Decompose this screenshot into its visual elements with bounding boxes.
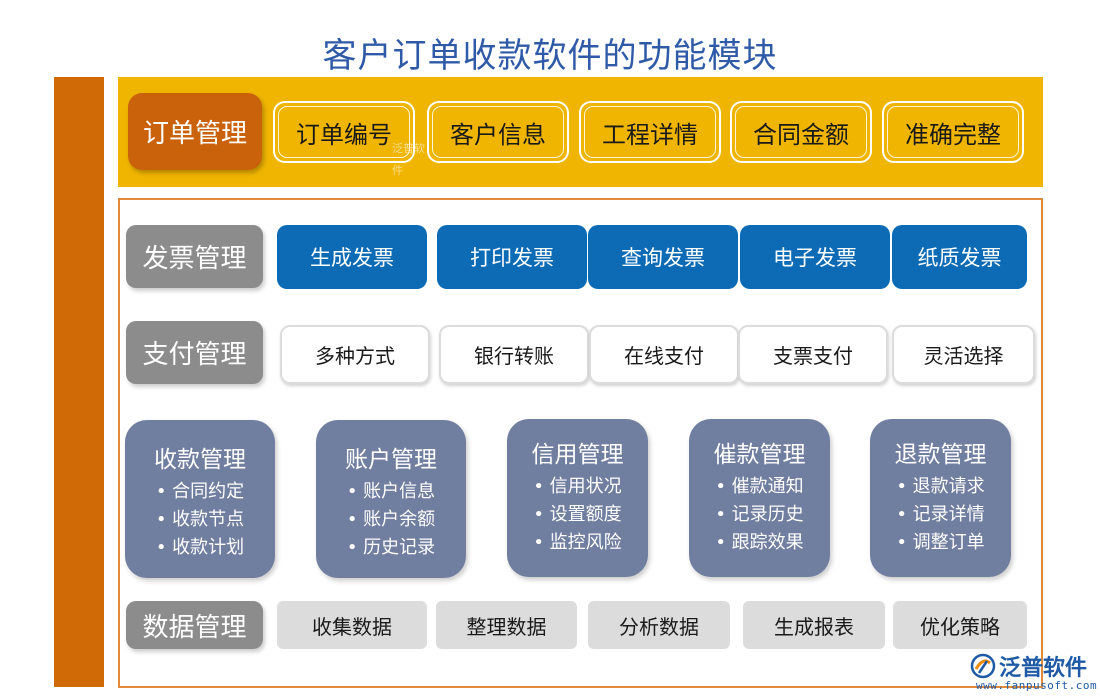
- module-card-item: 合同约定: [125, 478, 275, 506]
- data-item-analyze: 分析数据: [588, 601, 730, 649]
- module-card-item: 催款通知: [689, 473, 830, 501]
- module-card-item: 跟踪效果: [689, 529, 830, 557]
- data-item-collect: 收集数据: [277, 601, 427, 649]
- logo-text: 泛普软件: [999, 656, 1088, 681]
- module-card-item: 调整订单: [870, 529, 1011, 557]
- module-card-item: 账户余额: [316, 506, 466, 534]
- page-title: 客户订单收款软件的功能模块: [322, 36, 778, 76]
- payment-item-flexible: 灵活选择: [892, 325, 1035, 384]
- module-card-item: 信用状况: [507, 473, 648, 501]
- data-item-organize: 整理数据: [436, 601, 577, 649]
- module-card-item: 记录详情: [870, 501, 1011, 529]
- module-card-title: 信用管理: [531, 442, 624, 468]
- invoice-management-head: 发票管理: [126, 225, 263, 288]
- payment-management-head: 支付管理: [126, 321, 263, 384]
- module-card-list: 信用状况 设置额度 监控风险: [507, 473, 648, 557]
- module-card-item: 监控风险: [507, 529, 648, 557]
- module-card-item: 退款请求: [870, 473, 1011, 501]
- invoice-item-electronic: 电子发票: [740, 225, 890, 289]
- order-management-head: 订单管理: [128, 93, 262, 170]
- module-card-credit: 信用管理 信用状况 设置额度 监控风险: [507, 419, 648, 577]
- module-card-list: 催款通知 记录历史 跟踪效果: [689, 473, 830, 557]
- invoice-item-query: 查询发票: [588, 225, 738, 289]
- module-card-title: 账户管理: [345, 447, 437, 473]
- module-card-account: 账户管理 账户信息 账户余额 历史记录: [316, 420, 466, 578]
- payment-item-cheque: 支票支付: [738, 325, 888, 384]
- module-card-title: 收款管理: [154, 447, 246, 473]
- invoice-item-paper: 纸质发票: [892, 225, 1027, 289]
- module-card-item: 设置额度: [507, 501, 648, 529]
- payment-item-bank-transfer: 银行转账: [439, 325, 589, 384]
- main-section-frame: [118, 198, 1043, 688]
- module-card-refund: 退款管理 退款请求 记录详情 调整订单: [870, 419, 1011, 577]
- logo-url: www.fanpusoft.com: [976, 679, 1098, 692]
- data-item-optimize: 优化策略: [893, 601, 1027, 649]
- module-card-title: 催款管理: [713, 442, 806, 468]
- left-accent-bar: [54, 77, 104, 687]
- module-card-item: 收款计划: [125, 534, 275, 562]
- fanpu-logo-icon: [970, 653, 996, 679]
- order-item-project-details: 工程详情: [579, 101, 721, 163]
- module-card-title: 退款管理: [894, 442, 987, 468]
- order-item-contract-amount: 合同金额: [730, 101, 872, 163]
- module-card-list: 账户信息 账户余额 历史记录: [316, 478, 466, 562]
- module-card-item: 历史记录: [316, 534, 466, 562]
- data-management-head: 数据管理: [126, 601, 263, 649]
- order-item-number: 订单编号: [273, 101, 415, 163]
- order-item-customer-info: 客户信息: [427, 101, 569, 163]
- module-card-item: 收款节点: [125, 506, 275, 534]
- payment-item-multiple-methods: 多种方式: [280, 325, 430, 384]
- module-card-item: 账户信息: [316, 478, 466, 506]
- invoice-item-print: 打印发票: [437, 225, 587, 289]
- data-item-report: 生成报表: [743, 601, 885, 649]
- module-card-collection: 收款管理 合同约定 收款节点 收款计划: [125, 420, 275, 578]
- invoice-item-generate: 生成发票: [277, 225, 427, 289]
- order-item-accurate-complete: 准确完整: [882, 101, 1024, 163]
- module-card-item: 记录历史: [689, 501, 830, 529]
- module-card-dunning: 催款管理 催款通知 记录历史 跟踪效果: [689, 419, 830, 577]
- brand-logo: 泛普软件: [970, 651, 1087, 681]
- module-card-list: 合同约定 收款节点 收款计划: [125, 478, 275, 562]
- module-card-list: 退款请求 记录详情 调整订单: [870, 473, 1011, 557]
- payment-item-online: 在线支付: [589, 325, 739, 384]
